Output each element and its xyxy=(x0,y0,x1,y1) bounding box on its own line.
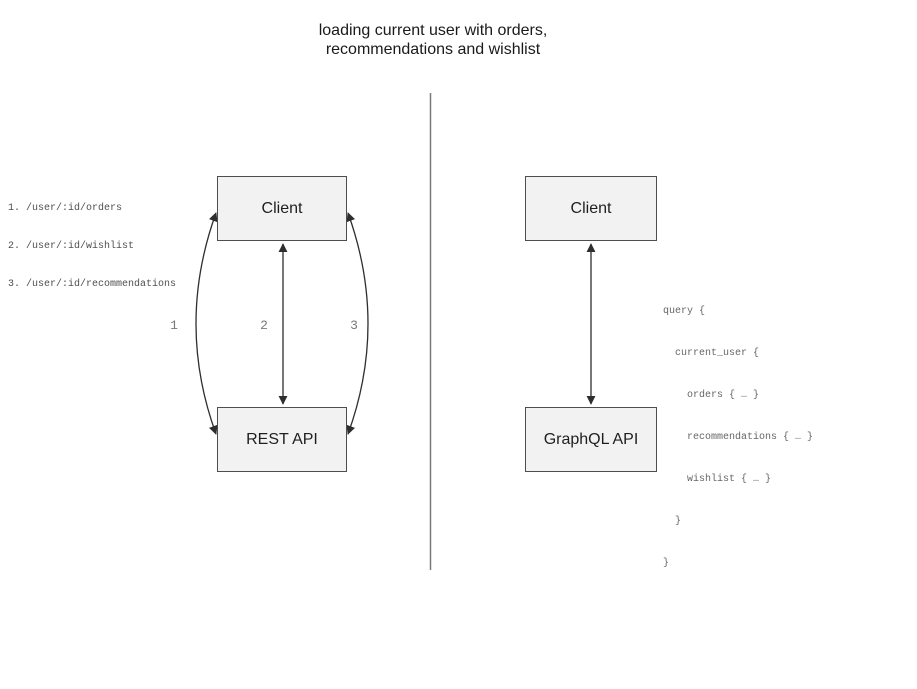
rest-client-box-label: Client xyxy=(261,199,303,217)
endpoint-item: 2. /user/:id/wishlist xyxy=(8,240,135,252)
query-line: query { xyxy=(663,306,706,317)
rest-curved-arrow-1 xyxy=(195,212,218,435)
query-line: current_user { xyxy=(663,348,760,359)
title-line-1: loading current user with orders, xyxy=(318,22,548,39)
query-line: } xyxy=(663,558,670,569)
rest-curved-arrow-3 xyxy=(346,212,369,435)
graphql-query-code: query { current_user { orders { … } reco… xyxy=(663,277,813,599)
rest-endpoints-list: 1. /user/:id/orders 2. /user/:id/wishlis… xyxy=(8,177,176,318)
arrow-label-2: 2 xyxy=(260,318,268,333)
endpoint-item: 3. /user/:id/recommendations xyxy=(8,279,177,291)
arrow-label-3: 3 xyxy=(350,318,358,333)
rest-client-box: Client xyxy=(217,176,347,241)
query-line: } xyxy=(663,516,682,527)
graphql-client-box-label: Client xyxy=(570,199,612,217)
graphql-api-box: GraphQL API xyxy=(525,407,657,472)
rest-api-box-label: REST API xyxy=(246,430,318,448)
title-line-2: recommendations and wishlist xyxy=(325,41,541,58)
diagram-title: loading current user with orders, recomm… xyxy=(319,21,548,59)
query-line: orders { … } xyxy=(663,390,760,401)
endpoint-item: 1. /user/:id/orders xyxy=(8,202,123,214)
graphql-api-box-label: GraphQL API xyxy=(543,430,639,448)
query-line: wishlist { … } xyxy=(663,474,772,485)
rest-api-box: REST API xyxy=(217,407,347,472)
graphql-client-box: Client xyxy=(525,176,657,241)
query-line: recommendations { … } xyxy=(663,432,814,443)
arrow-label-1: 1 xyxy=(170,318,178,333)
